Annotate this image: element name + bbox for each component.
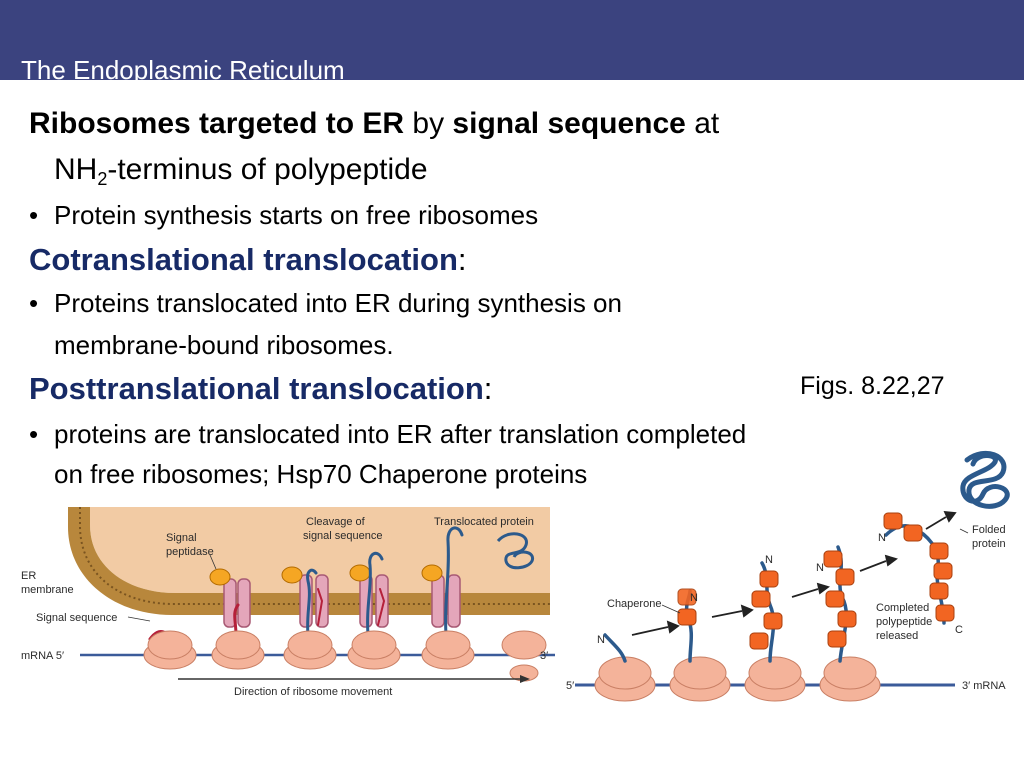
label-5-end-right: 5′: [566, 680, 574, 692]
label-n-5: N: [878, 532, 886, 544]
main-point-bold-2: signal sequence: [452, 107, 686, 140]
label-completed-3: released: [876, 630, 918, 642]
cotranslational-label: Cotranslational translocation: [29, 242, 458, 277]
label-leader-lines: [127, 554, 217, 622]
label-translocated-protein: Translocated protein: [434, 516, 534, 528]
label-c: C: [955, 624, 963, 636]
posttranslational-colon: :: [483, 371, 493, 406]
er-membrane-stripe: [79, 507, 550, 605]
cotranslational-colon: :: [457, 242, 467, 277]
label-n-2: N: [690, 592, 698, 604]
leader-lines-right: [661, 528, 969, 614]
slide-title: The Endoplasmic Reticulum: [21, 55, 345, 80]
bullet-marker-2: •: [29, 288, 39, 318]
label-cleavage-2: signal sequence: [303, 530, 383, 542]
title-bar: The Endoplasmic Reticulum: [0, 0, 1024, 80]
bullet-marker-1: •: [29, 200, 39, 230]
heading-cotranslational: Cotranslational translocation:: [29, 241, 467, 278]
translocated-protein-shape: [496, 532, 535, 570]
label-3-mrna-right: 3′ mRNA: [962, 680, 1006, 692]
label-n-4: N: [816, 562, 824, 574]
flow-arrows: [631, 510, 957, 636]
nh-text: NH: [54, 153, 98, 186]
bullet-posttrans-line-2: on free ribosomes; Hsp70 Chaperone prote…: [54, 459, 588, 489]
label-completed-1: Completed: [876, 602, 929, 614]
label-mrna-5: mRNA 5′: [21, 650, 64, 662]
label-signal-sequence: Signal sequence: [36, 612, 117, 624]
main-point-line-1: Ribosomes targeted to ER by signal seque…: [29, 106, 719, 142]
label-signal-peptidase-2: peptidase: [166, 546, 214, 558]
posttranslational-label: Posttranslational translocation: [29, 371, 484, 406]
label-n-3: N: [765, 554, 773, 566]
ribosomes-right: [594, 656, 881, 702]
label-n-1: N: [597, 634, 605, 646]
posttranslational-panel: Chaperone N N N N N C Completed polypept…: [566, 510, 1006, 702]
translocation-figures: ER membrane Signal peptidase Cleavage of…: [21, 507, 1006, 702]
main-point-bold-1: Ribosomes targeted to ER: [29, 107, 405, 140]
terminus-text: -terminus of polypeptide: [107, 153, 428, 186]
main-point-line-2: NH2-terminus of polypeptide: [54, 152, 428, 188]
bullet-posttrans-line-1: proteins are translocated into ER after …: [54, 419, 747, 449]
bullet-free-ribosomes: Protein synthesis starts on free ribosom…: [54, 200, 539, 230]
chaperone-proteins: [677, 512, 955, 650]
heading-posttranslational: Posttranslational translocation:: [29, 370, 492, 407]
label-er-membrane-2: membrane: [21, 584, 74, 596]
folded-protein-top-illustration: [960, 450, 1010, 509]
main-point-text-1: by: [404, 107, 453, 140]
label-direction: Direction of ribosome movement: [234, 686, 392, 698]
label-cleavage-1: Cleavage of: [306, 516, 366, 528]
nh-subscript: 2: [97, 169, 108, 189]
cotranslational-panel: ER membrane Signal peptidase Cleavage of…: [21, 507, 555, 698]
label-completed-2: polypeptide: [876, 616, 932, 628]
signal-peptidase-blobs: [209, 564, 443, 586]
label-folded-1: Folded: [972, 524, 1006, 536]
bullet-marker-3: •: [29, 419, 39, 449]
label-folded-2: protein: [972, 538, 1006, 550]
main-point-text-2: at: [685, 107, 720, 140]
figures-reference: Figs. 8.22,27: [800, 372, 945, 400]
ribosomes-left: [143, 630, 547, 682]
label-3-end-left: 3′: [540, 650, 548, 662]
label-chaperone: Chaperone: [607, 598, 661, 610]
label-er-membrane-1: ER: [21, 570, 36, 582]
bullet-cotrans-line-1: Proteins translocated into ER during syn…: [54, 288, 622, 318]
direction-arrowhead: [520, 675, 530, 683]
bullet-cotrans-line-2: membrane-bound ribosomes.: [54, 330, 394, 360]
label-signal-peptidase-1: Signal: [166, 532, 197, 544]
